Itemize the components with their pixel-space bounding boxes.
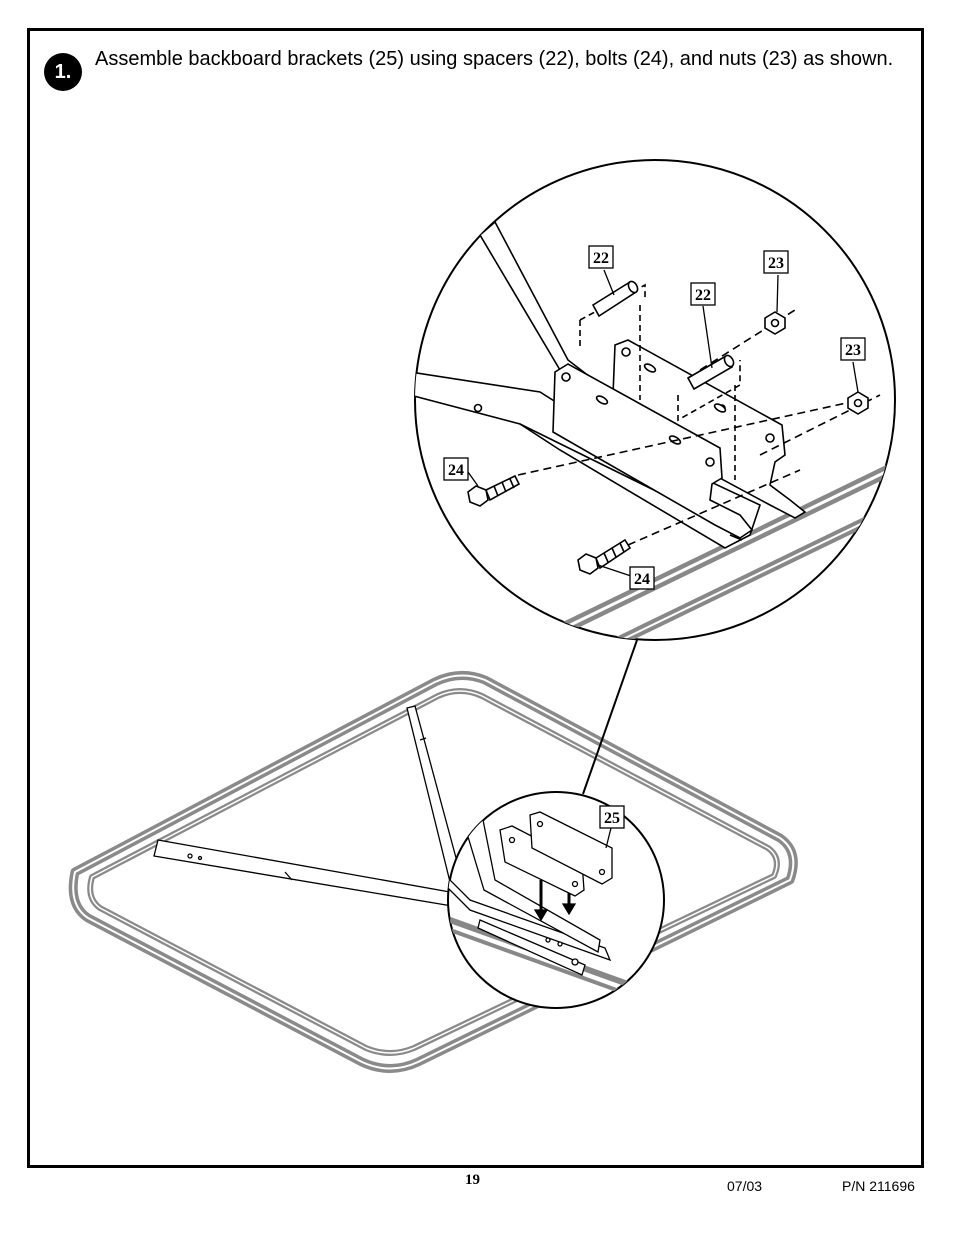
callout-22-middle: 22: [690, 282, 716, 306]
svg-text:23: 23: [768, 255, 784, 272]
svg-text:25: 25: [604, 810, 620, 827]
step-number-badge: 1.: [44, 53, 82, 91]
page-frame: [27, 28, 924, 1168]
revision-date: 07/03: [727, 1178, 763, 1194]
step-instruction: Assemble backboard brackets (25) using s…: [95, 48, 894, 70]
part-number: P/N 211696: [842, 1178, 915, 1194]
backboard-frame: [68, 671, 798, 1073]
svg-text:22: 22: [593, 250, 609, 267]
svg-text:23: 23: [845, 342, 861, 359]
svg-text:24: 24: [448, 462, 464, 479]
detail-leader-line: [582, 639, 638, 795]
svg-text:24: 24: [634, 571, 650, 588]
callout-22-top: 22: [588, 245, 614, 269]
step-number: 1.: [54, 60, 72, 83]
svg-text:22: 22: [695, 287, 711, 304]
callout-23-right: 23: [840, 337, 866, 361]
callout-23-top: 23: [763, 250, 789, 274]
large-detail-contents: [415, 220, 895, 640]
page-number: 19: [465, 1172, 480, 1188]
callout-leaders: [467, 269, 859, 849]
callout-25: 25: [599, 805, 625, 829]
callout-24-bottom: 24: [629, 566, 655, 590]
callout-24-left: 24: [443, 457, 469, 481]
